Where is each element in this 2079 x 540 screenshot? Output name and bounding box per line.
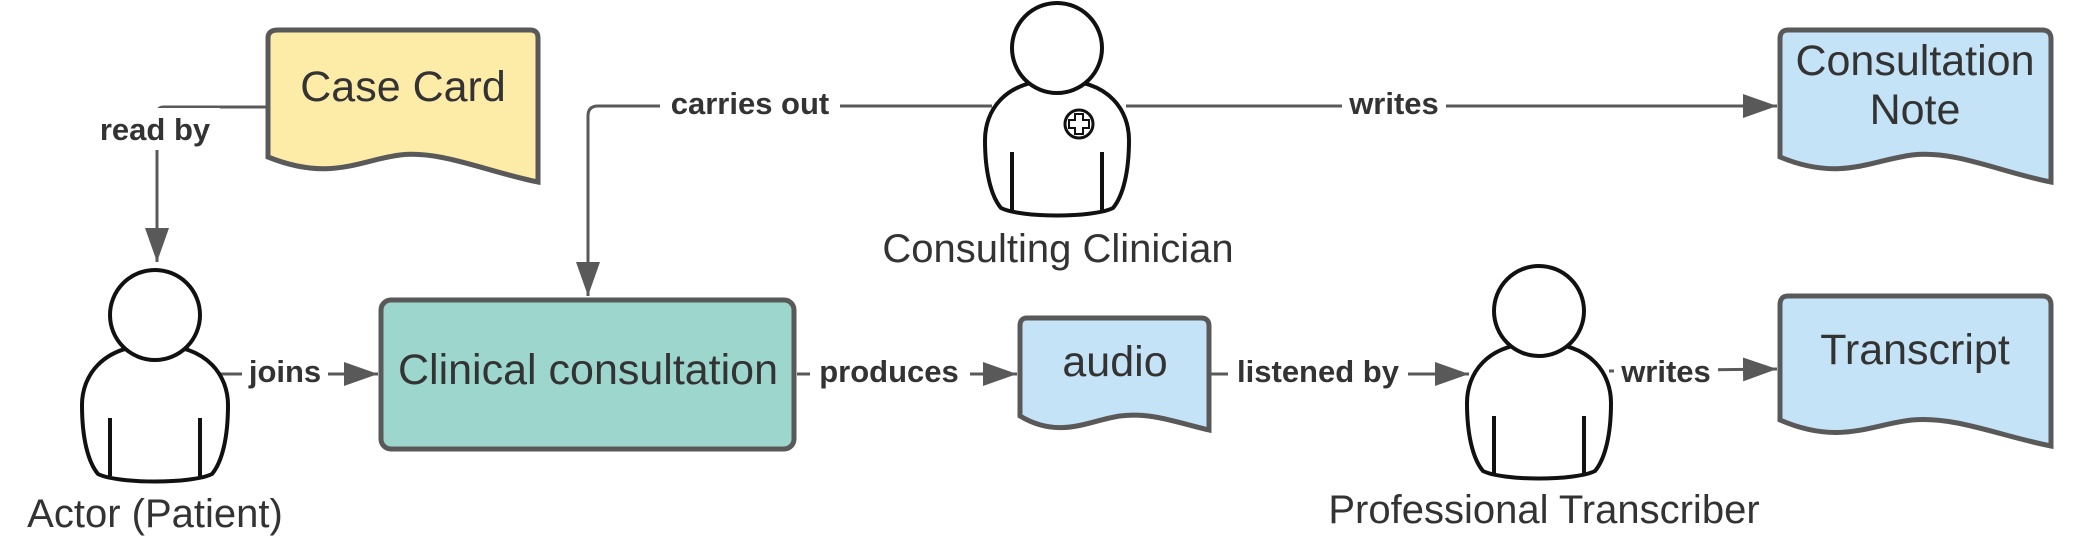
edge-label-listened-by: listened by bbox=[1237, 354, 1400, 389]
patient-label: Actor (Patient) bbox=[27, 492, 283, 536]
edge-label-bg bbox=[810, 352, 970, 394]
edge-label-produces: produces bbox=[819, 354, 959, 389]
consultation-note-label-line1: Consultation bbox=[1795, 37, 2034, 85]
edge-label-bg bbox=[660, 84, 840, 126]
transcript-shape bbox=[1777, 293, 2054, 450]
clinical-consultation-label: Clinical consultation bbox=[398, 346, 778, 394]
edge-label-read-by: read by bbox=[100, 112, 211, 147]
transcriber-label: Professional Transcriber bbox=[1328, 488, 1759, 532]
edge-label-bg bbox=[1614, 352, 1718, 394]
edge-label-writes-transcript: writes bbox=[1620, 354, 1711, 389]
person-icon bbox=[982, 1, 1132, 218]
edge-label-bg bbox=[1228, 352, 1408, 394]
consultation-note-shape bbox=[1777, 27, 2054, 186]
clinical-consultation-node: Clinical consultation bbox=[378, 297, 797, 452]
edge-label-joins: joins bbox=[248, 354, 321, 389]
audio-node: audio bbox=[1017, 315, 1212, 434]
audio-shape bbox=[1017, 315, 1212, 434]
clinician-label: Consulting Clinician bbox=[882, 227, 1233, 271]
clinician-actor: Consulting Clinician bbox=[882, 1, 1234, 271]
edge-label-bg bbox=[1342, 84, 1446, 126]
person-icon bbox=[79, 268, 231, 484]
transcript-node: Transcript bbox=[1777, 293, 2054, 450]
audio-label: audio bbox=[1062, 338, 1167, 386]
transcript-label: Transcript bbox=[1820, 326, 2010, 374]
case-card-shape bbox=[265, 27, 541, 186]
edge-carries-out bbox=[576, 104, 992, 296]
transcriber-actor: Professional Transcriber bbox=[1328, 264, 1760, 532]
consultation-note-label-line2: Note bbox=[1870, 86, 1961, 134]
case-card-node: Case Card bbox=[265, 27, 541, 186]
edge-label-bg bbox=[242, 352, 328, 394]
medical-cross-icon bbox=[1063, 108, 1095, 140]
person-icon bbox=[1464, 264, 1614, 481]
edge-label-bg bbox=[90, 108, 220, 150]
case-card-label: Case Card bbox=[300, 63, 506, 111]
clinical-consultation-shape bbox=[378, 297, 797, 452]
consultation-note-node: Consultation Note bbox=[1777, 27, 2054, 186]
patient-actor: Actor (Patient) bbox=[27, 268, 283, 536]
edge-label-writes-note: writes bbox=[1348, 86, 1439, 121]
edge-label-carries-out: carries out bbox=[671, 86, 830, 121]
